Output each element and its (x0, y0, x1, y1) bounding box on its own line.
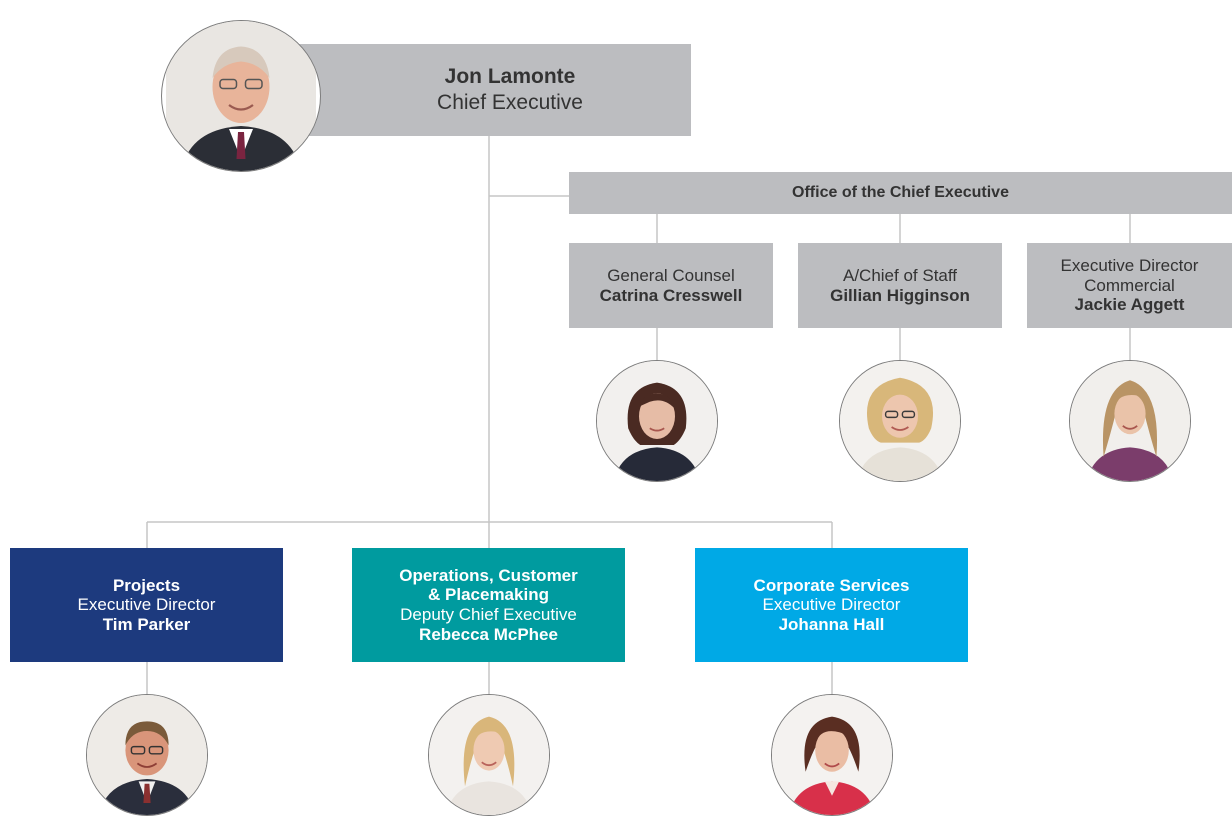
division-head-name: Rebecca McPhee (419, 624, 558, 644)
office-member-photo-1 (596, 360, 718, 482)
division-head-name: Tim Parker (102, 614, 191, 634)
chief-executive-title: Chief Executive (437, 91, 583, 114)
office-header: Office of the Chief Executive (569, 172, 1232, 214)
division-photo-2 (428, 694, 550, 816)
division-photo-3 (771, 694, 893, 816)
office-member-role-line2: Commercial (1084, 275, 1175, 295)
person-photo-icon (1070, 361, 1190, 481)
division-role: Deputy Chief Executive (400, 605, 577, 624)
division-role: Executive Director (77, 595, 216, 615)
division-name-line2: & Placemaking (428, 585, 549, 605)
division-box-corporate-services: Corporate Services Executive Director Jo… (695, 548, 968, 662)
division-role: Executive Director (762, 595, 901, 615)
person-photo-icon (597, 361, 717, 481)
office-member-role: Executive Director (1060, 256, 1199, 276)
division-name: Projects (112, 575, 181, 595)
person-photo-icon (772, 695, 892, 815)
division-name: Corporate Services (753, 575, 910, 595)
division-photo-1 (86, 694, 208, 816)
office-member-role: General Counsel (607, 265, 735, 285)
office-member-box-1: General Counsel Catrina Cresswell (569, 243, 773, 328)
office-member-name: Jackie Aggett (1074, 295, 1185, 315)
division-box-projects: Projects Executive Director Tim Parker (10, 548, 283, 662)
chief-executive-name: Jon Lamonte (444, 64, 576, 88)
office-member-photo-2 (839, 360, 961, 482)
office-member-name: Catrina Cresswell (599, 285, 743, 305)
division-box-operations: Operations, Customer & Placemaking Deput… (352, 548, 625, 662)
person-photo-icon (166, 21, 316, 171)
office-member-box-3: Executive Director Commercial Jackie Agg… (1027, 243, 1232, 328)
office-member-name: Gillian Higginson (830, 285, 970, 305)
chief-executive-photo (161, 20, 321, 172)
chief-executive-box: Jon Lamonte Chief Executive (289, 44, 691, 136)
person-photo-icon (429, 695, 549, 815)
person-photo-icon (840, 361, 960, 481)
office-member-box-2: A/Chief of Staff Gillian Higginson (798, 243, 1002, 328)
division-head-name: Johanna Hall (778, 614, 885, 634)
office-label: Office of the Chief Executive (792, 183, 1009, 201)
division-name: Operations, Customer (399, 565, 578, 585)
office-member-photo-3 (1069, 360, 1191, 482)
person-photo-icon (87, 695, 207, 815)
office-member-role: A/Chief of Staff (842, 265, 958, 285)
